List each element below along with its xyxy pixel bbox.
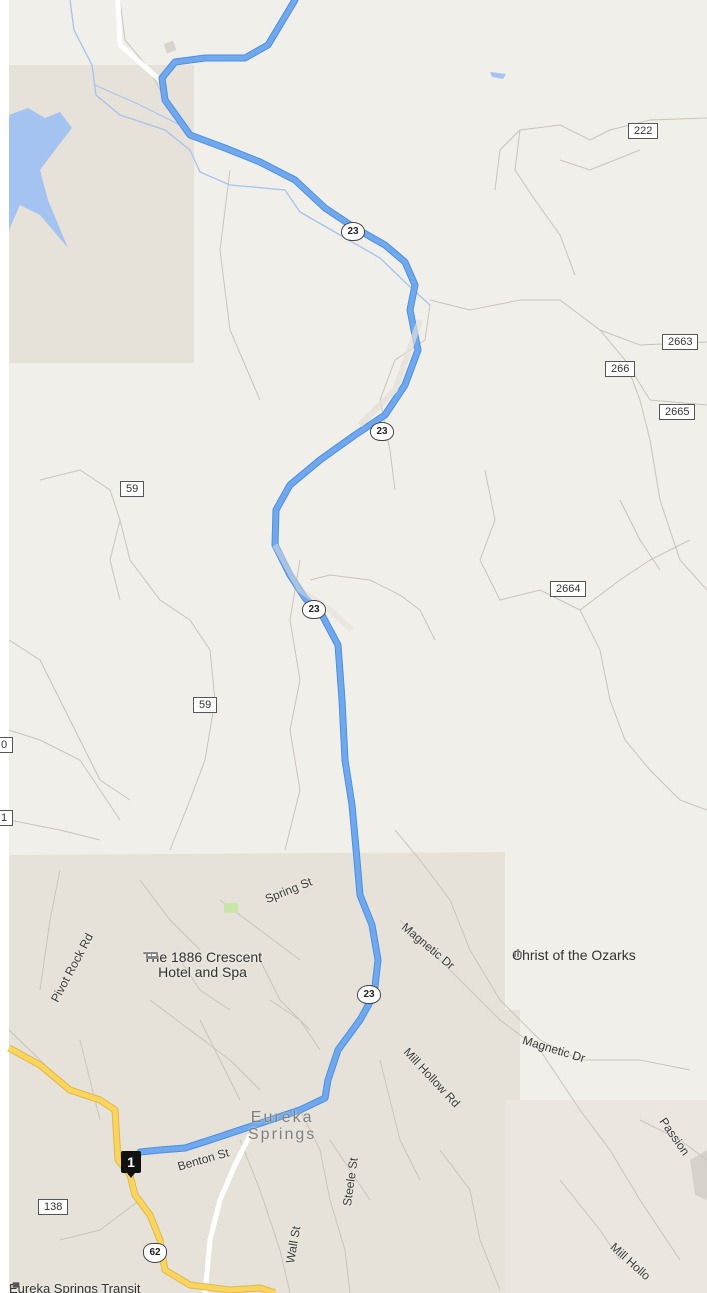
us-23-shield: 23 xyxy=(302,600,326,619)
road-shield-266: 266 xyxy=(605,361,636,377)
poi-christ-of-the-ozarks[interactable]: Christ of the Ozarks xyxy=(512,948,636,963)
us-62-shield: 62 xyxy=(143,1243,167,1263)
road-shield-138: 138 xyxy=(38,1199,69,1215)
poi-crescent-hotel[interactable]: The 1886 Crescent Hotel and Spa xyxy=(143,950,262,980)
hotel-icon xyxy=(146,952,158,959)
town-label-eureka-springs: Eureka Springs xyxy=(248,1109,316,1143)
road-shield-222: 222 xyxy=(628,123,659,139)
road-shield-2663: 2663 xyxy=(662,334,699,350)
us-23-shield: 23 xyxy=(341,222,365,241)
lake xyxy=(9,108,72,248)
us-23-shield: 23 xyxy=(357,985,381,1004)
us-23-shield: 23 xyxy=(370,422,394,441)
road-shield-2664: 2664 xyxy=(550,581,587,597)
pond xyxy=(490,72,506,79)
road-shield-59: 59 xyxy=(193,697,218,713)
poi-eureka-springs-transit[interactable]: Eureka Springs Transit xyxy=(9,1281,141,1293)
monument-icon xyxy=(514,949,522,957)
poi-name: Eureka Springs Transit xyxy=(9,1281,141,1293)
road-shield-59: 59 xyxy=(120,481,145,497)
poi-name-line2: Hotel and Spa xyxy=(158,964,247,980)
transit-stop-icon xyxy=(12,1282,20,1288)
urban-area xyxy=(9,852,520,1293)
road-shield-partial: 1 xyxy=(0,810,14,826)
poi-name: Christ of the Ozarks xyxy=(512,947,636,963)
town-name-line2: Springs xyxy=(248,1126,317,1143)
poi-name-line1: The 1886 Crescent xyxy=(143,949,263,965)
parcel-area xyxy=(9,65,194,363)
road-shield-2665: 2665 xyxy=(659,404,696,420)
road-shield-partial: 0 xyxy=(0,737,14,753)
park-area xyxy=(224,903,238,913)
town-name-line1: Eureka xyxy=(250,1109,314,1126)
route-start-marker[interactable]: 1 xyxy=(121,1151,141,1178)
